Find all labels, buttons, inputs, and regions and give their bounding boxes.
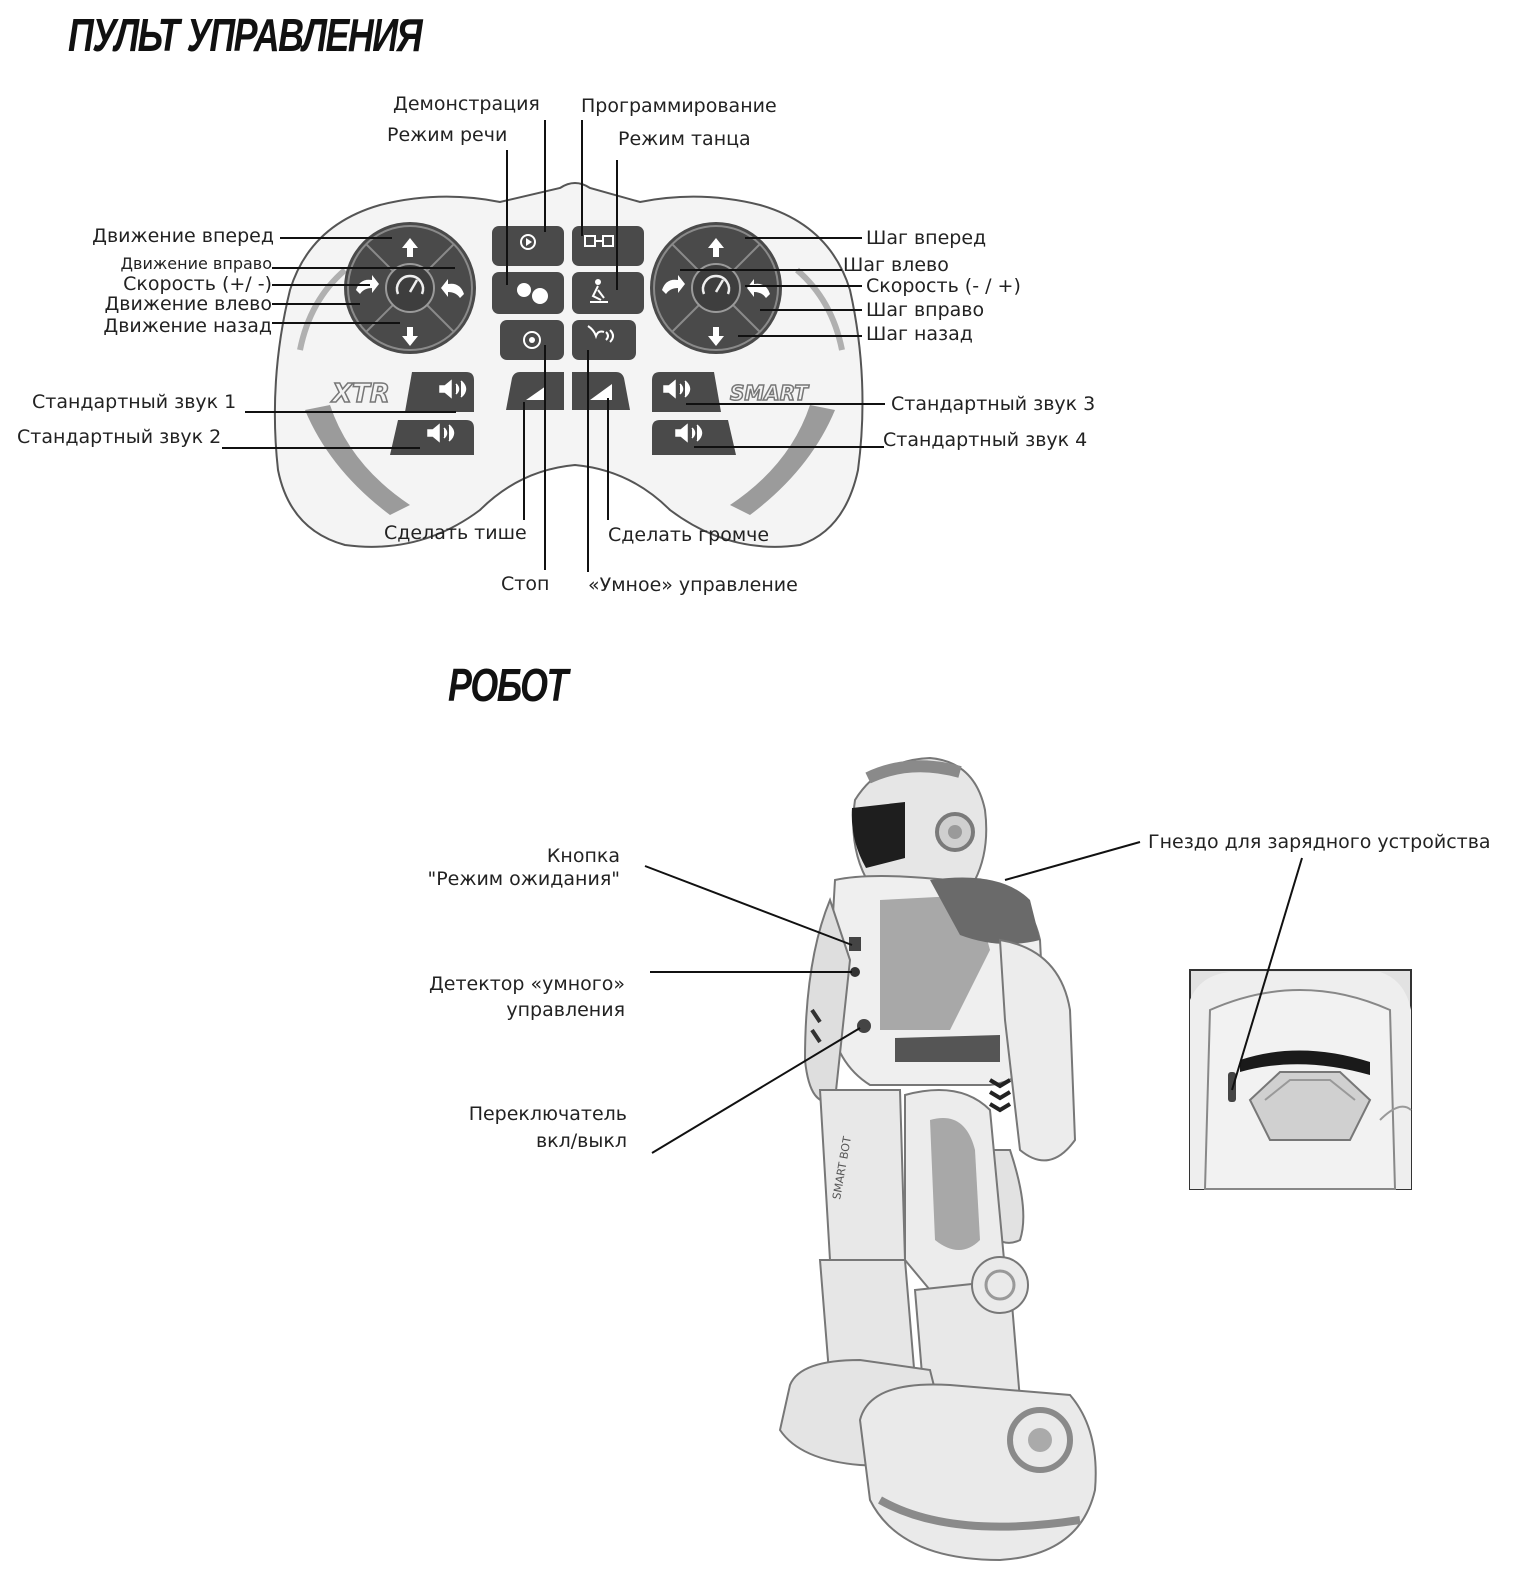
label-move-right: Движение вправо — [60, 253, 272, 275]
remote-logo-xtr: XTR — [330, 379, 390, 409]
label-step-left: Шаг влево — [843, 254, 949, 276]
label-sound-3: Стандартный звук 3 — [891, 393, 1095, 415]
label-move-back: Движение назад — [60, 315, 272, 337]
label-smart-control: «Умное» управление — [588, 574, 798, 596]
label-step-forward: Шаг вперед — [866, 227, 986, 249]
dance-button-icon — [595, 279, 601, 285]
label-charger-socket: Гнездо для зарядного устройства — [1148, 831, 1491, 853]
left-dpad — [344, 222, 476, 354]
label-sound-1: Стандартный звук 1 — [32, 391, 236, 413]
label-detector-line1: Детектор «умного» — [400, 973, 625, 995]
charger-port-inset — [1190, 970, 1411, 1189]
label-louder: Сделать громче — [608, 524, 769, 546]
label-move-left: Движение влево — [60, 293, 272, 315]
label-speed-left: Скорость (+/ -) — [60, 273, 272, 295]
label-detector-line2: управления — [400, 999, 625, 1021]
label-speed-right: Скорость (- / +) — [866, 275, 1021, 297]
speech-button-icon — [517, 283, 531, 297]
label-demo: Демонстрация — [393, 93, 540, 115]
label-quieter: Сделать тише — [384, 522, 527, 544]
label-sound-4: Стандартный звук 4 — [883, 429, 1087, 451]
label-move-forward: Движение вперед — [60, 225, 274, 247]
label-programming: Программирование — [581, 95, 777, 117]
label-standby-line1: Кнопка — [400, 845, 620, 867]
label-switch-line2: вкл/выкл — [400, 1130, 627, 1152]
label-switch-line1: Переключатель — [400, 1103, 627, 1125]
label-sound-2: Стандартный звук 2 — [17, 426, 221, 448]
remote-logo-smart: SMART — [730, 381, 809, 405]
right-dpad — [650, 222, 782, 354]
robot-illustration: SMART BOT — [780, 758, 1096, 1560]
label-step-right: Шаг вправо — [866, 299, 984, 321]
label-stop: Стоп — [501, 573, 549, 595]
label-dance-mode: Режим танца — [618, 128, 751, 150]
label-standby-line2: "Режим ожидания" — [400, 868, 620, 890]
label-step-back: Шаг назад — [866, 323, 973, 345]
label-speech-mode: Режим речи — [387, 124, 507, 146]
